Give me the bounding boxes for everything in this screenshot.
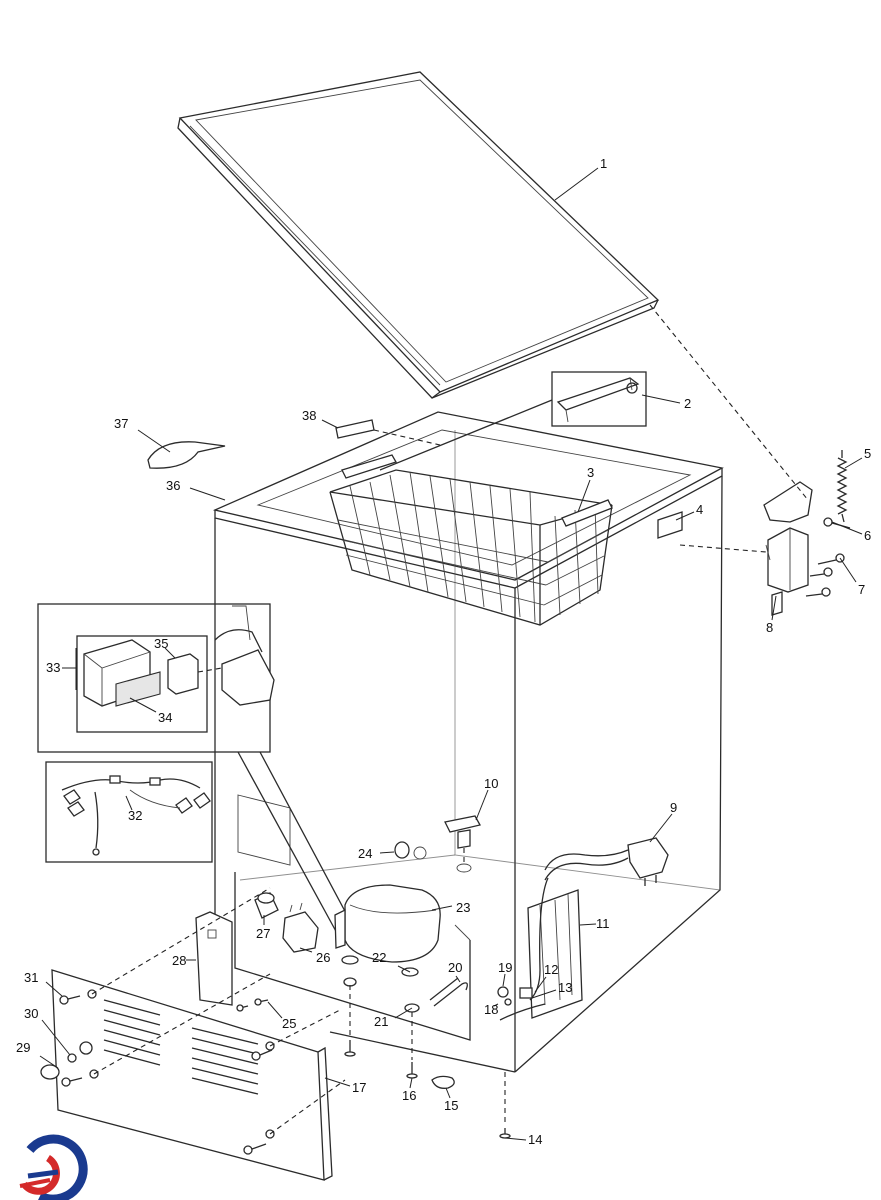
part-label-8: 8 [766,620,773,635]
part-label-22: 22 [372,950,386,965]
evaporator-10 [444,815,481,873]
part-label-35: 35 [154,636,168,651]
clip-15 [431,1075,455,1089]
label-38 [335,419,441,446]
rating-label [657,511,683,539]
leader-lines [39,167,863,1141]
cabinet [212,411,724,1073]
part-label-5: 5 [864,446,871,461]
part-label-13: 13 [558,980,572,995]
hinge-assembly [679,450,851,616]
part-label-1: 1 [600,156,607,171]
part-label-38: 38 [302,408,316,423]
hinge-bracket-detail [379,371,647,471]
cord-clip-12-13 [499,987,546,1021]
part-label-36: 36 [166,478,180,493]
thermostat-11 [527,877,583,1019]
part-label-25: 25 [282,1016,296,1031]
brand-logo [19,1134,88,1200]
part-label-10: 10 [484,776,498,791]
part-label-27: 27 [256,926,270,941]
part-label-18: 18 [484,1002,498,1017]
part-label-4: 4 [696,502,703,517]
part-label-28: 28 [172,953,186,968]
part-label-20: 20 [448,960,462,975]
part-label-7: 7 [858,582,865,597]
part-label-9: 9 [670,800,677,815]
parts-18-19 [497,986,512,1006]
part-label-15: 15 [444,1098,458,1113]
screw-14 [499,1072,511,1139]
screws-16 [344,1040,418,1079]
part-label-16: 16 [402,1088,416,1103]
part-label-34: 34 [158,710,172,725]
relay-inset [37,603,356,936]
ice-scraper [147,441,226,469]
plug-24 [394,841,427,860]
drain-plug-20 [429,977,468,1007]
part-label-32: 32 [128,808,142,823]
part-label-6: 6 [864,528,871,543]
panel-screws [40,995,273,1155]
part-label-3: 3 [587,465,594,480]
screws-25 [236,998,269,1012]
part-label-11: 11 [596,916,610,931]
part-label-30: 30 [24,1006,38,1021]
part-label-17: 17 [352,1080,366,1095]
part-label-2: 2 [684,396,691,411]
grommets-21-22 [341,955,420,1060]
part-label-21: 21 [374,1014,388,1029]
wiring-inset [45,761,213,863]
part-label-31: 31 [24,970,38,985]
part-label-29: 29 [16,1040,30,1055]
wire-basket [329,454,613,626]
part-label-23: 23 [456,900,470,915]
part-label-14: 14 [528,1132,542,1147]
compressor [334,884,441,963]
part-numbers: 1 2 3 4 5 6 7 8 9 10 11 12 13 14 15 16 1… [16,156,871,1147]
part-label-37: 37 [114,416,128,431]
relay-26 [282,902,319,953]
lid [177,71,660,399]
capacitor-27 [254,892,279,919]
part-label-26: 26 [316,950,330,965]
bracket-28 [195,911,233,1006]
front-panel [51,969,333,1181]
power-cord-9 [544,837,669,886]
part-label-24: 24 [358,846,372,861]
part-label-33: 33 [46,660,60,675]
part-label-19: 19 [498,960,512,975]
part-label-12: 12 [544,962,558,977]
